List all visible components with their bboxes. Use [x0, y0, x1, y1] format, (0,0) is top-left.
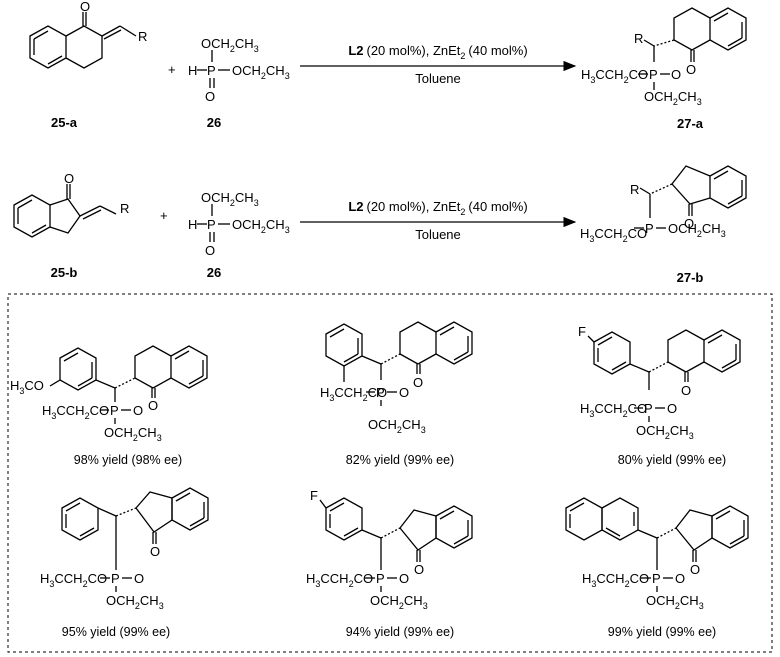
atom-H: H	[188, 63, 197, 78]
atom-O: O	[681, 383, 691, 398]
conditions-2: L2(20 mol%), ZnEt2(40 mol%)	[348, 199, 527, 217]
conditions-1: L2(20 mol%), ZnEt2(40 mol%)	[348, 43, 527, 61]
ethoxy-right: OCH2CH3	[232, 63, 290, 81]
ethoxy-left: H3CCH2CO	[581, 67, 648, 85]
methoxy-group: H3CO	[10, 378, 44, 396]
ethoxy-right: OCH2CH3	[232, 217, 290, 235]
ethoxy-bottom: OCH2CH3	[644, 89, 702, 107]
ethoxy-top: OCH2CH3	[201, 190, 259, 208]
ethoxy-left: H3CCH2CO	[580, 226, 647, 244]
ethoxy-bottom: OCH2CH3	[104, 425, 162, 443]
atom-P: P	[376, 571, 385, 586]
atom-P: P	[644, 401, 653, 416]
atom-O: O	[80, 0, 90, 14]
atom-O: O	[399, 571, 409, 586]
atom-P: P	[652, 571, 661, 586]
label-25b: 25-b	[51, 265, 78, 280]
reagent-26-structure	[197, 204, 230, 242]
atom-R: R	[630, 182, 639, 197]
atom-O: O	[205, 89, 215, 104]
plus-sign: +	[168, 62, 176, 77]
ethoxy-bottom: OCH2CH3	[646, 593, 704, 611]
label-25a: 25-a	[51, 115, 78, 130]
atom-P: P	[207, 63, 216, 78]
atom-O: O	[205, 243, 215, 258]
reactant-25a-structure	[29, 12, 137, 69]
substrate-scope-box	[7, 293, 773, 653]
ethoxy-bottom: OCH2CH3	[106, 593, 164, 611]
atom-F: F	[578, 324, 586, 339]
atom-O: O	[684, 216, 694, 231]
atom-R: R	[138, 29, 147, 44]
reagent-26-structure	[197, 50, 230, 88]
example-6-structure	[565, 497, 749, 592]
solvent-1: Toluene	[415, 71, 461, 86]
label-27a: 27-a	[677, 116, 704, 131]
atom-P: P	[207, 217, 216, 232]
label-27b: 27-b	[677, 270, 704, 285]
example-4-structure	[61, 487, 209, 592]
yield-caption-3: 80% yield (99% ee)	[618, 453, 726, 467]
product-27b-structure	[634, 165, 747, 229]
example-5-structure	[319, 497, 473, 592]
atom-O: O	[413, 375, 423, 390]
atom-H: H	[188, 217, 197, 232]
ethoxy-right: OCH2CH3	[668, 221, 726, 239]
atom-R: R	[634, 31, 643, 46]
atom-O: O	[133, 403, 143, 418]
yield-caption-6: 99% yield (99% ee)	[608, 625, 716, 639]
reactant-25b-structure	[13, 184, 117, 238]
atom-P: P	[110, 403, 119, 418]
atom-O: O	[414, 562, 424, 577]
atom-R: R	[120, 201, 129, 216]
atom-P: P	[111, 571, 120, 586]
example-2-structure	[325, 321, 473, 406]
atom-O: O	[150, 544, 160, 559]
atom-P: P	[645, 221, 654, 236]
ethoxy-left: H3CCH2CO	[582, 571, 649, 589]
atom-O: O	[134, 571, 144, 586]
label-26: 26	[207, 115, 221, 130]
yield-caption-1: 98% yield (98% ee)	[74, 453, 182, 467]
ethoxy-left: H3CCH2CO	[306, 571, 373, 589]
atom-F: F	[310, 488, 318, 503]
atom-P: P	[649, 67, 658, 82]
atom-O: O	[690, 562, 700, 577]
atom-O: O	[671, 67, 681, 82]
example-3-structure	[587, 329, 741, 422]
ethoxy-left: H3CCH2CO	[40, 571, 107, 589]
atom-O: O	[686, 62, 696, 77]
ethoxy-bottom: OCH2CH3	[368, 417, 426, 435]
ethoxy-left: H3CCH2CO	[42, 403, 109, 421]
yield-caption-4: 95% yield (99% ee)	[62, 625, 170, 639]
plus-sign: +	[160, 208, 168, 223]
atom-O: O	[667, 401, 677, 416]
atom-O: O	[64, 171, 74, 186]
label-26: 26	[207, 265, 221, 280]
yield-caption-2: 82% yield (99% ee)	[346, 453, 454, 467]
atom-P: P	[376, 385, 385, 400]
ethoxy-left: H3CCH2CO	[580, 401, 647, 419]
yield-caption-5: 94% yield (99% ee)	[346, 625, 454, 639]
example-1-structure	[49, 345, 208, 424]
atom-O: O	[399, 385, 409, 400]
ethoxy-top: OCH2CH3	[201, 36, 259, 54]
atom-O: O	[148, 398, 158, 413]
ethoxy-left: H3CCH2CO	[320, 385, 387, 403]
product-27a-structure	[638, 7, 747, 90]
ethoxy-bottom: OCH2CH3	[370, 593, 428, 611]
solvent-2: Toluene	[415, 227, 461, 242]
ethoxy-bottom: OCH2CH3	[636, 423, 694, 441]
atom-O: O	[675, 571, 685, 586]
